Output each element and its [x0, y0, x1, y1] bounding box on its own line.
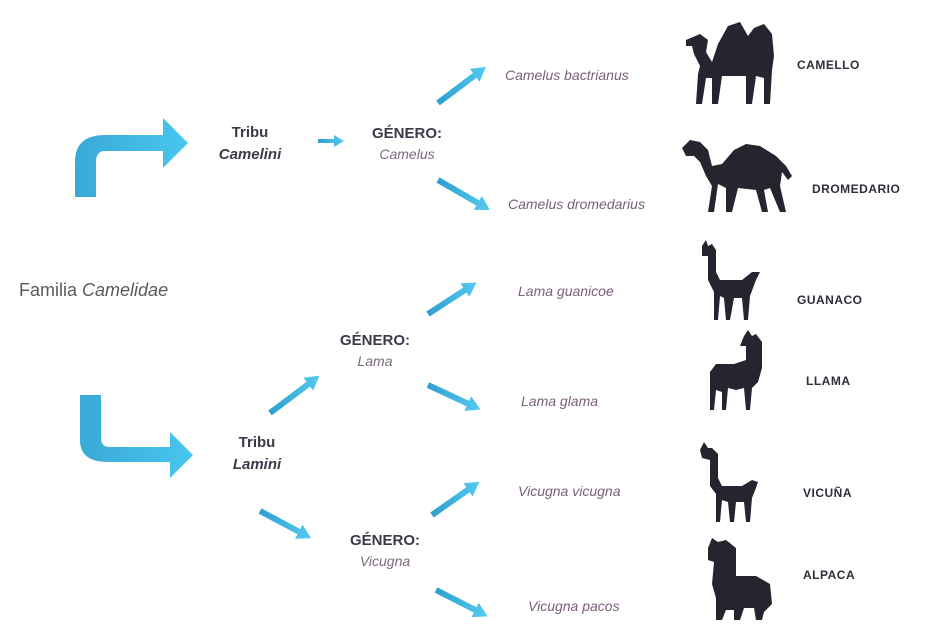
- species-lama-guanicoe: Lama guanicoe: [518, 283, 614, 299]
- tribe-name: Lamini: [233, 456, 281, 473]
- common-name-llama: LLAMA: [806, 374, 851, 388]
- genus-name: Vicugna: [340, 551, 430, 572]
- genus-vicugna: GÉNERO: Vicugna: [340, 530, 430, 572]
- species-vicugna-vicugna: Vicugna vicugna: [518, 483, 620, 499]
- vicugna-to-vicugna-arrow: [427, 475, 484, 521]
- genus-camelus: GÉNERO: Camelus: [362, 123, 452, 165]
- bactrian-camel-icon: [686, 22, 774, 104]
- common-name-guanaco: GUANACO: [797, 293, 863, 307]
- dromedary-icon: [682, 140, 792, 212]
- family-to-camelini-arrow: [75, 118, 188, 197]
- family-to-lamini-arrow: [80, 395, 193, 478]
- common-name-camello: CAMELLO: [797, 58, 860, 72]
- guanaco-icon: [702, 240, 760, 320]
- genus-name: Camelus: [362, 144, 452, 165]
- common-name-vicuna: VICUÑA: [803, 486, 852, 500]
- camelus-to-bactrianus-arrow: [433, 61, 491, 110]
- genus-label: GÉNERO:: [350, 532, 420, 549]
- family-label-prefix: Familia: [19, 280, 77, 300]
- family-name: Camelidae: [82, 280, 168, 300]
- alpaca-icon: [708, 538, 772, 620]
- lamini-to-lama-arrow: [265, 369, 324, 419]
- tribe-label: Tribu: [205, 122, 295, 144]
- lama-to-glama-arrow: [425, 378, 484, 417]
- tribe-label: Tribu: [212, 432, 302, 454]
- tribe-camelini: Tribu Camelini: [205, 122, 295, 166]
- tribe-name: Camelini: [219, 146, 282, 163]
- llama-icon: [710, 330, 762, 410]
- species-camelus-bactrianus: Camelus bactrianus: [505, 67, 629, 83]
- common-name-alpaca: ALPACA: [803, 568, 855, 582]
- family-label: Familia Camelidae: [19, 280, 168, 301]
- common-name-dromedario: DROMEDARIO: [812, 182, 900, 196]
- genus-lama: GÉNERO: Lama: [330, 330, 420, 372]
- camelini-to-camelus-arrow: [318, 135, 344, 147]
- vicuna-icon: [700, 442, 758, 522]
- genus-label: GÉNERO:: [372, 125, 442, 142]
- species-vicugna-pacos: Vicugna pacos: [528, 598, 620, 614]
- camelus-to-dromedarius-arrow: [434, 173, 494, 217]
- genus-label: GÉNERO:: [340, 332, 410, 349]
- tribe-lamini: Tribu Lamini: [212, 432, 302, 476]
- genus-name: Lama: [330, 351, 420, 372]
- species-lama-glama: Lama glama: [521, 393, 598, 409]
- lama-to-guanicoe-arrow: [424, 276, 481, 321]
- vicugna-to-pacos-arrow: [432, 583, 491, 624]
- lamini-to-vicugna-arrow: [256, 504, 315, 545]
- species-camelus-dromedarius: Camelus dromedarius: [508, 196, 645, 212]
